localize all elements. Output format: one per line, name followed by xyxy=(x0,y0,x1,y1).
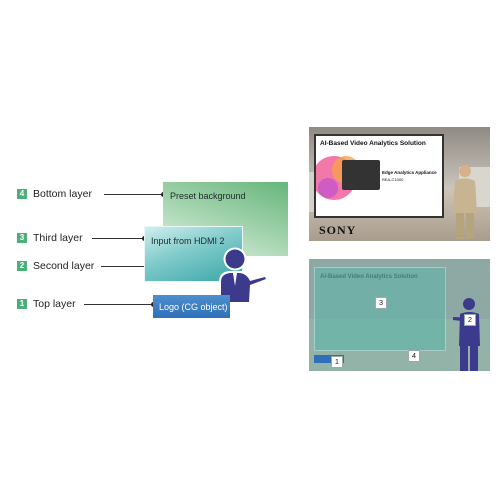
product-model: REA-C1000 xyxy=(382,177,404,182)
legend-label: Second layer xyxy=(33,260,95,272)
top-layer-card: Logo (CG object) xyxy=(153,295,230,318)
legend-label: Top layer xyxy=(33,298,76,310)
legend-number-badge: 1 xyxy=(17,299,27,309)
logo-layer-block xyxy=(314,355,344,363)
appliance-image xyxy=(342,160,380,190)
screen-title: AI-Based Video Analytics Solution xyxy=(320,140,426,147)
card-label: Preset background xyxy=(170,191,246,201)
marker-4: 4 xyxy=(408,350,420,362)
overlay-title: AI-Based Video Analytics Solution xyxy=(320,274,418,280)
presenter-photo xyxy=(453,165,477,239)
marker-3: 3 xyxy=(375,297,387,309)
leader-line xyxy=(92,238,144,239)
legend-item-top-layer: 1 Top layer xyxy=(17,297,76,311)
leader-line xyxy=(84,304,154,305)
legend-item-second-layer: 2 Second layer xyxy=(17,259,94,273)
legend-number-badge: 3 xyxy=(17,233,27,243)
card-label: Input from HDMI 2 xyxy=(151,236,225,246)
legend-number-badge: 4 xyxy=(17,189,27,199)
legend-item-bottom-layer: 4 Bottom layer xyxy=(17,187,92,201)
legend-label: Third layer xyxy=(33,232,83,244)
marker-2: 2 xyxy=(464,314,476,326)
overlay-screen: AI-Based Video Analytics Solution xyxy=(314,267,446,351)
display-screen: AI-Based Video Analytics Solution Edge A… xyxy=(314,134,444,218)
presenter-icon xyxy=(219,247,268,302)
sony-logo: SONY xyxy=(319,223,357,237)
marker-1: 1 xyxy=(331,356,343,368)
composite-output-photo: AI-Based Video Analytics Solution Edge A… xyxy=(309,127,490,241)
layer-breakdown-photo: AI-Based Video Analytics Solution 1 2 3 … xyxy=(309,259,490,371)
product-name: Edge Analytics Appliance xyxy=(382,170,437,175)
legend-label: Bottom layer xyxy=(33,188,92,200)
leader-line xyxy=(104,194,164,195)
presenter-silhouette xyxy=(453,298,480,371)
card-label: Logo (CG object) xyxy=(159,302,228,312)
legend-item-third-layer: 3 Third layer xyxy=(17,231,83,245)
legend-number-badge: 2 xyxy=(17,261,27,271)
